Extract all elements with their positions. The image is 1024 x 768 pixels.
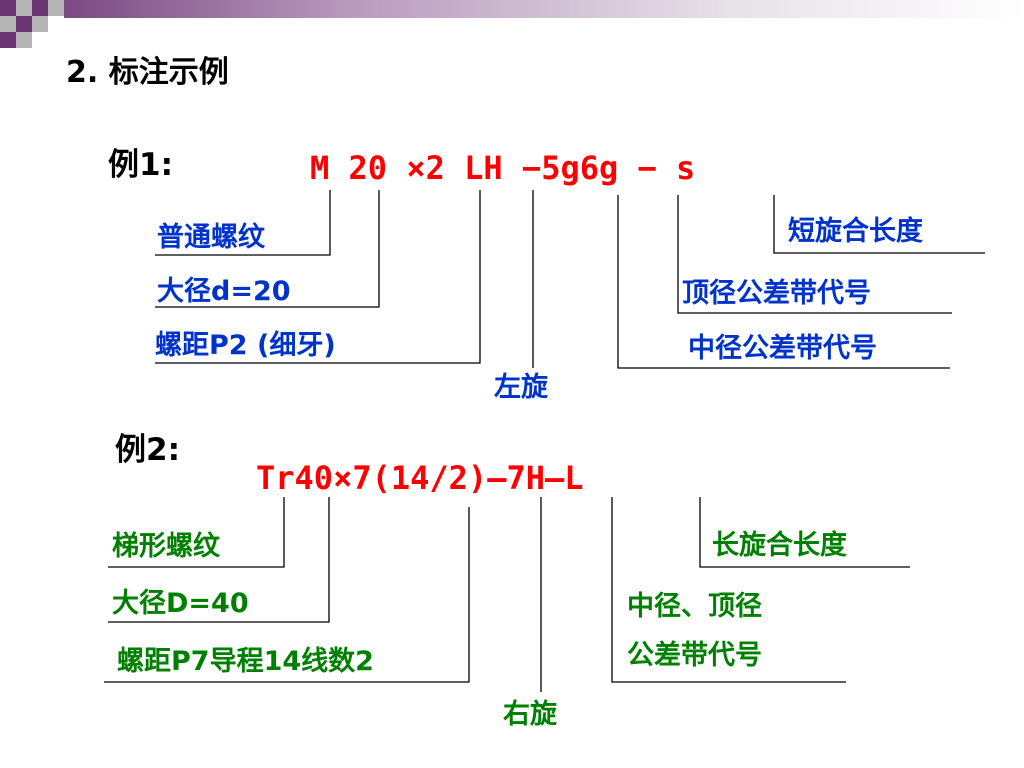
callout-short-engagement-1: 短旋合长度 (788, 216, 923, 247)
example1-designation: M 20 ×2 LH −5g6g − s (310, 149, 696, 187)
deco-square (16, 16, 32, 32)
deco-square (16, 0, 32, 16)
deco-square (0, 32, 16, 48)
callout-hand-2: 右旋 (503, 699, 557, 730)
example1-label: 例1: (108, 147, 173, 183)
deco-square (0, 0, 16, 16)
leader-thread-type-2 (108, 497, 285, 568)
leader-pitch-tolerance-1 (617, 195, 950, 369)
leader-long-engagement-2 (699, 497, 910, 568)
leader-pitch-1 (155, 190, 481, 364)
slide-title: 2. 标注示例 (66, 55, 229, 90)
callout-tolerance-2-line1: 中径、顶径 (627, 591, 762, 622)
callout-pitch-tolerance-1: 中径公差带代号 (688, 333, 877, 364)
deco-square (0, 16, 16, 32)
callout-thread-type-1: 普通螺纹 (157, 222, 265, 253)
leader-major-diameter-2 (108, 497, 330, 623)
leader-major-diameter-1 (155, 190, 380, 308)
example2-designation: Tr40×7(14/2)—7H—L (256, 459, 584, 497)
callout-pitch-lead-2: 螺距P7导程14线数2 (117, 646, 374, 677)
deco-square (32, 16, 48, 32)
callout-pitch-1: 螺距P2 (细牙) (155, 330, 336, 361)
callout-major-diameter-2: 大径D=40 (112, 588, 249, 619)
leader-short-engagement-1 (773, 195, 985, 254)
deco-square (32, 0, 48, 16)
callout-crest-tolerance-1: 顶径公差带代号 (682, 278, 871, 309)
callout-major-diameter-1: 大径d=20 (157, 276, 291, 307)
callout-long-engagement-2: 长旋合长度 (712, 530, 847, 561)
leader-thread-type-1 (155, 190, 331, 256)
deco-square (16, 32, 32, 48)
leader-crest-tolerance-1 (677, 195, 952, 314)
callout-tolerance-2-line2: 公差带代号 (627, 640, 762, 671)
header-gradient-bar (64, 0, 1024, 18)
callout-thread-type-2: 梯形螺纹 (112, 531, 220, 562)
callout-hand-1: 左旋 (494, 372, 548, 403)
leader-pitch-lead-2 (104, 507, 470, 683)
deco-square (48, 0, 64, 16)
example2-label: 例2: (115, 432, 180, 468)
leader-tolerance-2 (611, 497, 846, 683)
